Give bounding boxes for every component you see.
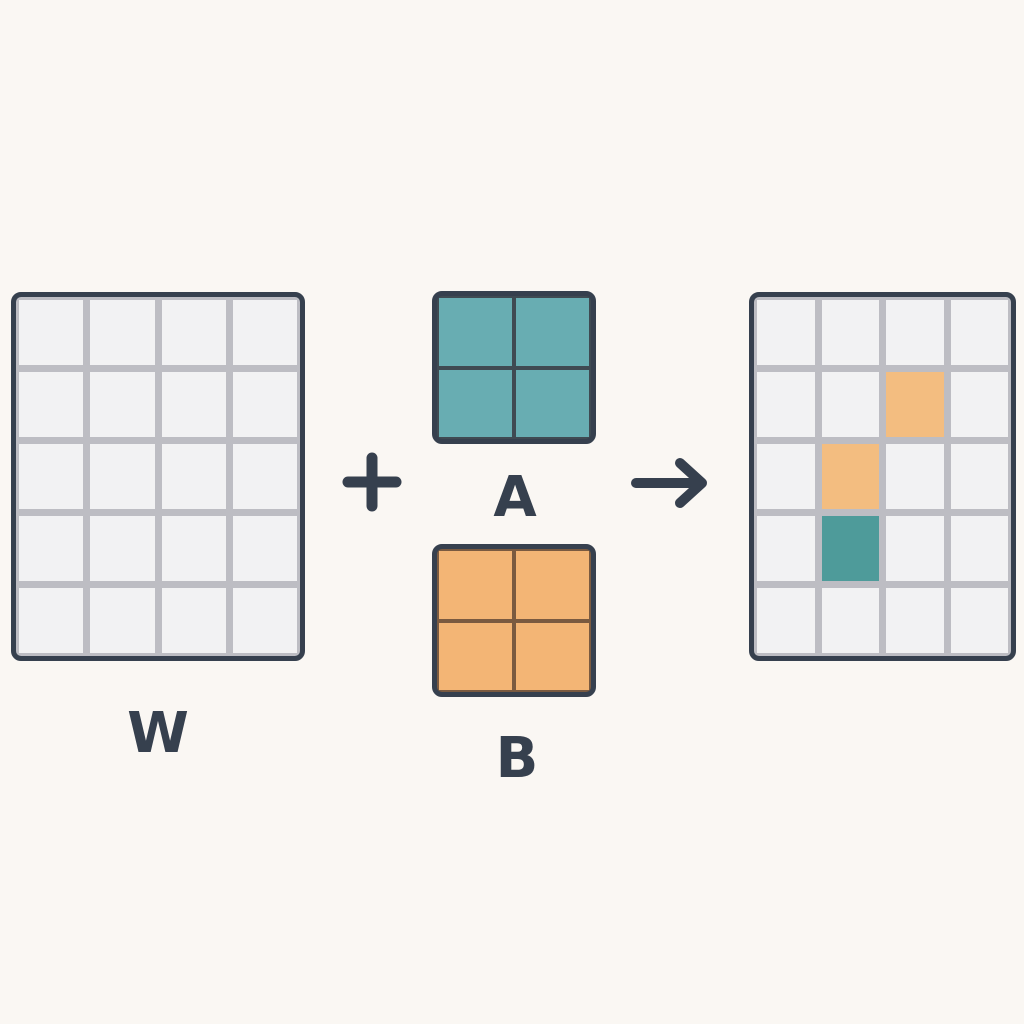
matrix-w-label: W	[127, 701, 189, 766]
matrix-result-highlighted-cell	[886, 372, 944, 437]
matrix-result-cell	[821, 588, 879, 653]
matrix-w-cell	[161, 372, 226, 437]
matrix-result-cell	[886, 444, 944, 509]
matrix-result-cell	[757, 588, 815, 653]
matrix-result-highlighted-cell	[821, 516, 879, 581]
matrix-w-cell	[19, 516, 84, 581]
matrix-a-label: A	[493, 465, 537, 530]
matrix-b-cell	[439, 622, 512, 690]
matrix-b	[432, 544, 596, 697]
matrix-result-cell	[886, 516, 944, 581]
matrix-w-cell	[90, 300, 155, 365]
matrix-w-cell	[19, 300, 84, 365]
matrix-result-cell	[950, 588, 1008, 653]
matrix-a-cell	[439, 369, 512, 437]
matrix-b-cell	[516, 622, 589, 690]
matrix-w-cell	[19, 588, 84, 653]
matrix-result-cell	[950, 300, 1008, 365]
matrix-a-cell	[439, 298, 512, 366]
matrix-result-cell	[757, 444, 815, 509]
matrix-result-cell	[757, 516, 815, 581]
matrix-w-cell	[19, 444, 84, 509]
matrix-w-cell	[90, 516, 155, 581]
matrix-w-cell	[19, 372, 84, 437]
matrix-result-cell	[886, 300, 944, 365]
matrix-w-cell	[232, 444, 297, 509]
matrix-w-cell	[161, 444, 226, 509]
matrix-a-cell	[516, 369, 589, 437]
matrix-result-cell	[821, 372, 879, 437]
matrix-result-cell	[950, 372, 1008, 437]
matrix-w-cell	[90, 588, 155, 653]
matrix-w-cell	[232, 372, 297, 437]
matrix-b-cell	[516, 551, 589, 619]
matrix-w-cell	[90, 372, 155, 437]
right-arrow-icon	[631, 458, 707, 508]
matrix-a	[432, 291, 596, 444]
matrix-w-cell	[161, 588, 226, 653]
plus-icon	[342, 452, 402, 512]
matrix-result-cell	[821, 300, 879, 365]
matrix-w-cell	[161, 300, 226, 365]
matrix-result-highlighted-cell	[821, 444, 879, 509]
matrix-w-cell	[90, 444, 155, 509]
matrix-result-cell	[757, 300, 815, 365]
matrix-b-label: B	[495, 726, 539, 791]
matrix-w-cell	[232, 516, 297, 581]
matrix-a-cell	[516, 298, 589, 366]
matrix-w-cell	[161, 516, 226, 581]
matrix-b-cell	[439, 551, 512, 619]
matrix-w-cell	[232, 300, 297, 365]
matrix-result-cell	[950, 444, 1008, 509]
matrix-w-cell	[232, 588, 297, 653]
matrix-result-cell	[950, 516, 1008, 581]
matrix-result	[749, 292, 1016, 661]
matrix-result-cell	[757, 372, 815, 437]
matrix-w	[11, 292, 305, 661]
matrix-result-cell	[886, 588, 944, 653]
